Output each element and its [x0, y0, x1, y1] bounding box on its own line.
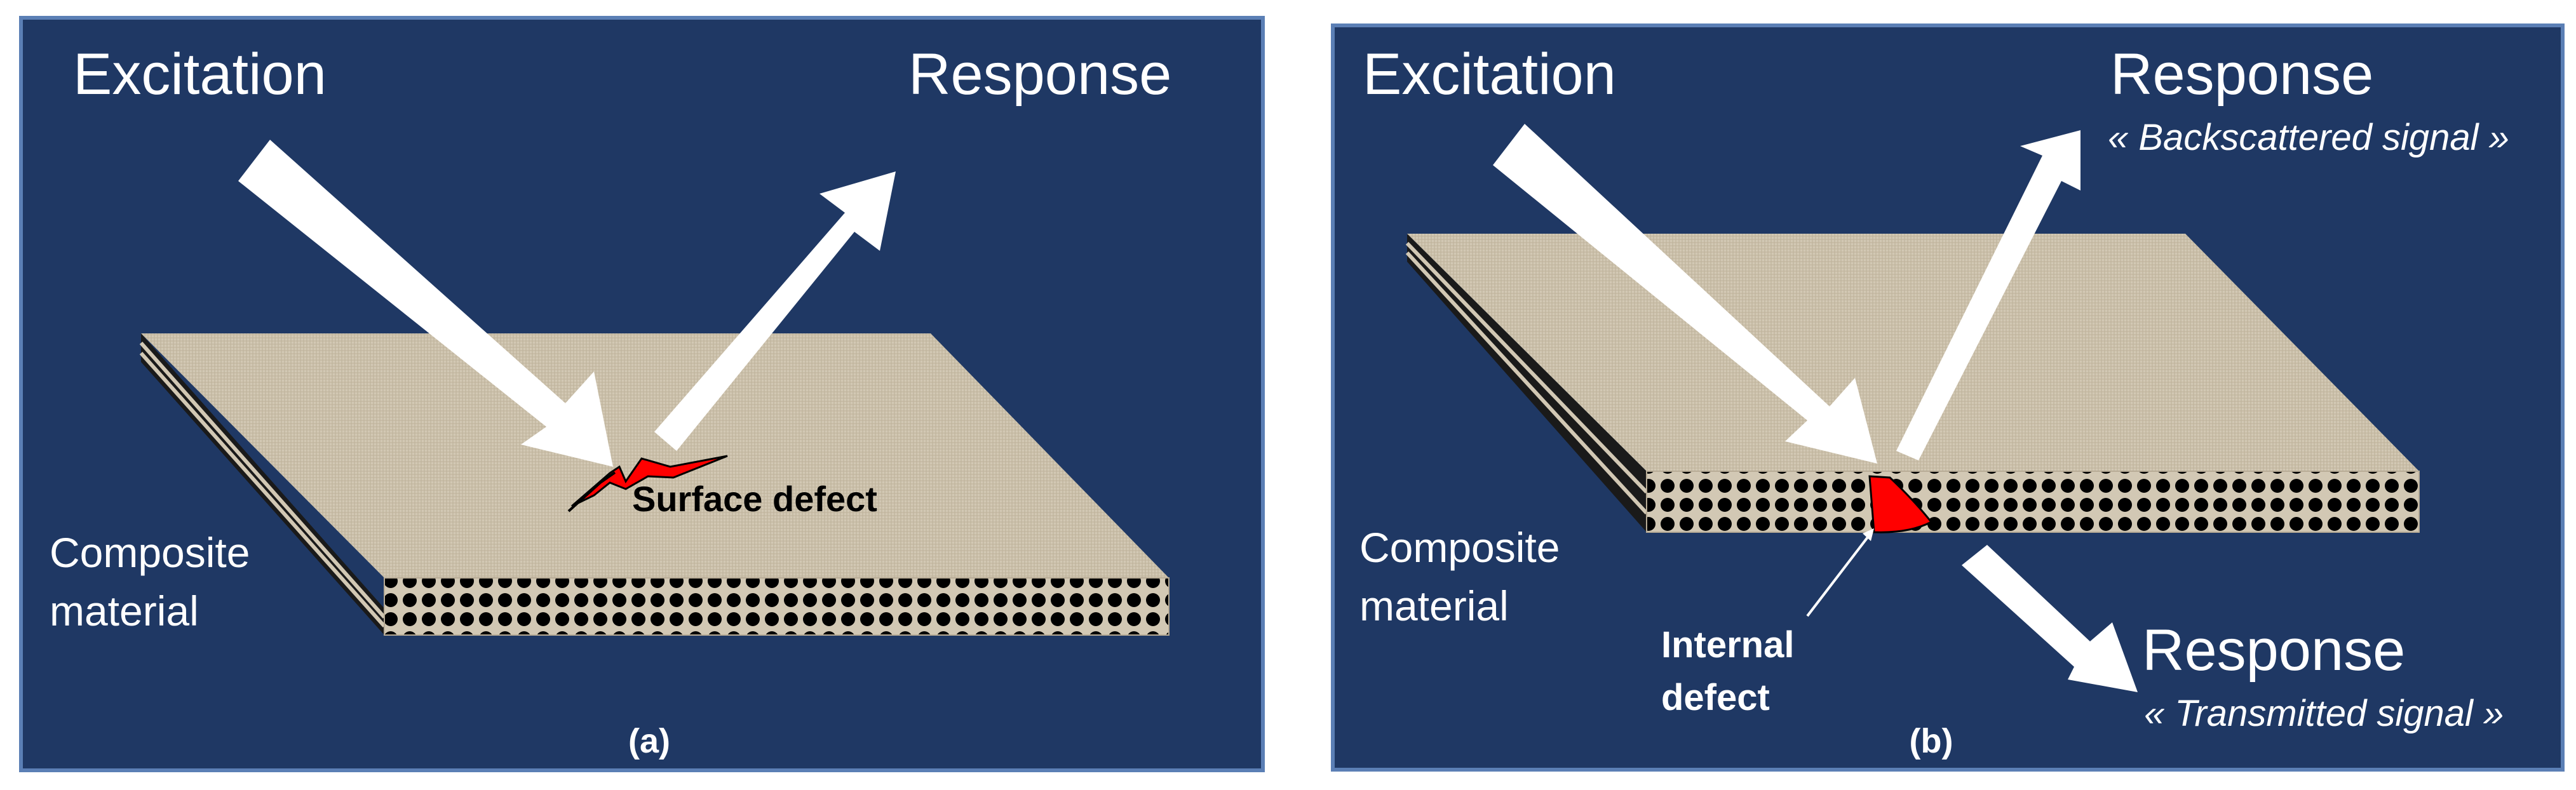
internal-defect-label-line1: Internal	[1661, 624, 1795, 666]
backscattered-arrow	[1896, 130, 2080, 460]
response-backscattered-label: Response	[2110, 42, 2373, 107]
composite-plate-a	[139, 333, 1170, 636]
layer-line	[139, 342, 386, 619]
panel-b-caption: (b)	[1910, 722, 1953, 760]
layer-line	[139, 352, 386, 627]
response-label: Response	[908, 42, 1171, 107]
excitation-label: Excitation	[73, 42, 327, 107]
response-arrow	[654, 171, 896, 451]
internal-defect-pointer	[1806, 533, 1871, 617]
layer-line	[1405, 251, 1649, 515]
material-label-line2: material	[1359, 582, 1509, 629]
panel-b: Excitation Response « Backscattered sign…	[1331, 23, 2565, 772]
backscattered-note: « Backscattered signal »	[2108, 117, 2509, 158]
internal-defect	[1868, 475, 1933, 533]
excitation-arrow	[1493, 124, 1877, 464]
material-label-line1: Composite	[1359, 524, 1560, 571]
panel-a: Excitation Response Surface defect Compo…	[19, 16, 1265, 772]
response-transmitted-label: Response	[2142, 618, 2405, 683]
material-label-line1: Composite	[50, 529, 250, 576]
transmitted-arrow	[1962, 545, 2138, 692]
layer-line	[1405, 241, 1649, 494]
surface-defect-crack	[567, 471, 616, 512]
excitation-label: Excitation	[1363, 42, 1616, 107]
plate-front-face	[384, 577, 1170, 636]
plate-top-surface	[141, 333, 1169, 578]
pointer-arrowhead	[1863, 528, 1874, 541]
material-label-line2: material	[50, 587, 199, 634]
panel-a-caption: (a)	[628, 722, 670, 760]
plate-front-face	[1646, 471, 2420, 533]
transmitted-note: « Transmitted signal »	[2144, 693, 2504, 734]
surface-defect	[571, 455, 728, 507]
internal-defect-label-line2: defect	[1661, 677, 1770, 718]
surface-defect-label: Surface defect	[632, 479, 877, 519]
excitation-arrow	[238, 140, 613, 467]
